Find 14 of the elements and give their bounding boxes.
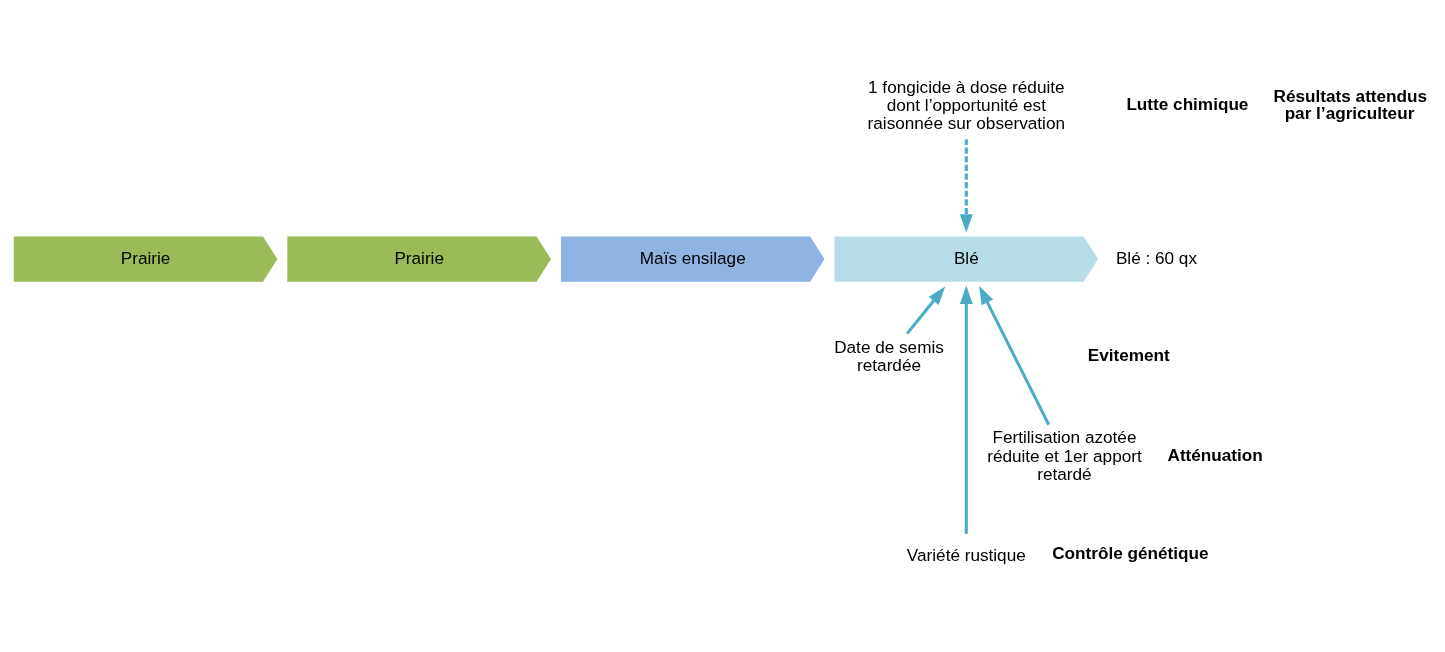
label: Blé : 60 qx	[1115, 247, 1197, 268]
arrow	[959, 139, 973, 233]
label: Lutte chimique	[1126, 93, 1249, 114]
node-text: Fertilisation azotée réduite et 1er apport retardé	[987, 427, 1142, 485]
arrow	[905, 286, 946, 335]
node-text: Date de semis retardée	[834, 336, 944, 376]
node-text: Variété rustique	[906, 544, 1026, 565]
node-text: 1 fongicide à dose réduite dont l’opportunité est raisonnée sur observation	[867, 76, 1066, 134]
label: Contrôle génétique	[1052, 543, 1209, 564]
arrow	[959, 285, 973, 534]
label: Atténuation	[1167, 444, 1263, 465]
label: Evitement	[1087, 344, 1170, 365]
arrow	[979, 285, 1051, 426]
label: Résultats attendus par l’agriculteur	[1273, 85, 1428, 123]
